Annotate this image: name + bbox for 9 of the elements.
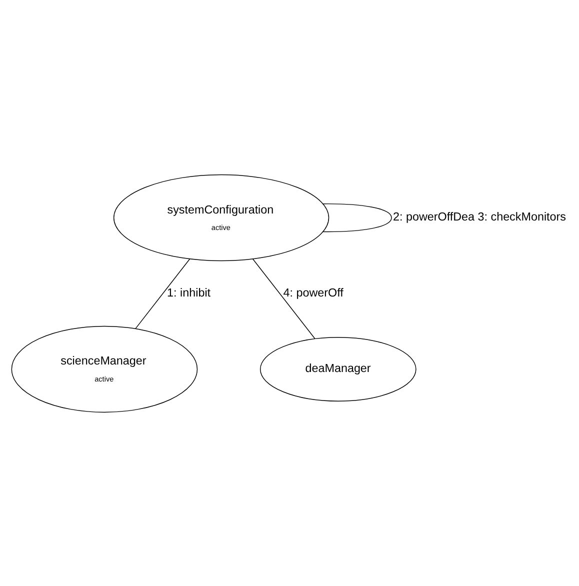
node-ellipse: scienceManager active [11, 325, 198, 412]
edge-label: 4: powerOff [283, 286, 344, 299]
edge-label: 2: powerOffDea 3: checkMonitors [393, 210, 566, 224]
connector [252, 258, 316, 338]
connector [322, 202, 392, 232]
connector [135, 258, 190, 328]
node-ellipse: systemConfiguration active [113, 174, 330, 261]
node-ellipse: deaManager [260, 336, 416, 401]
edge-label: 1: inhibit [167, 286, 211, 299]
